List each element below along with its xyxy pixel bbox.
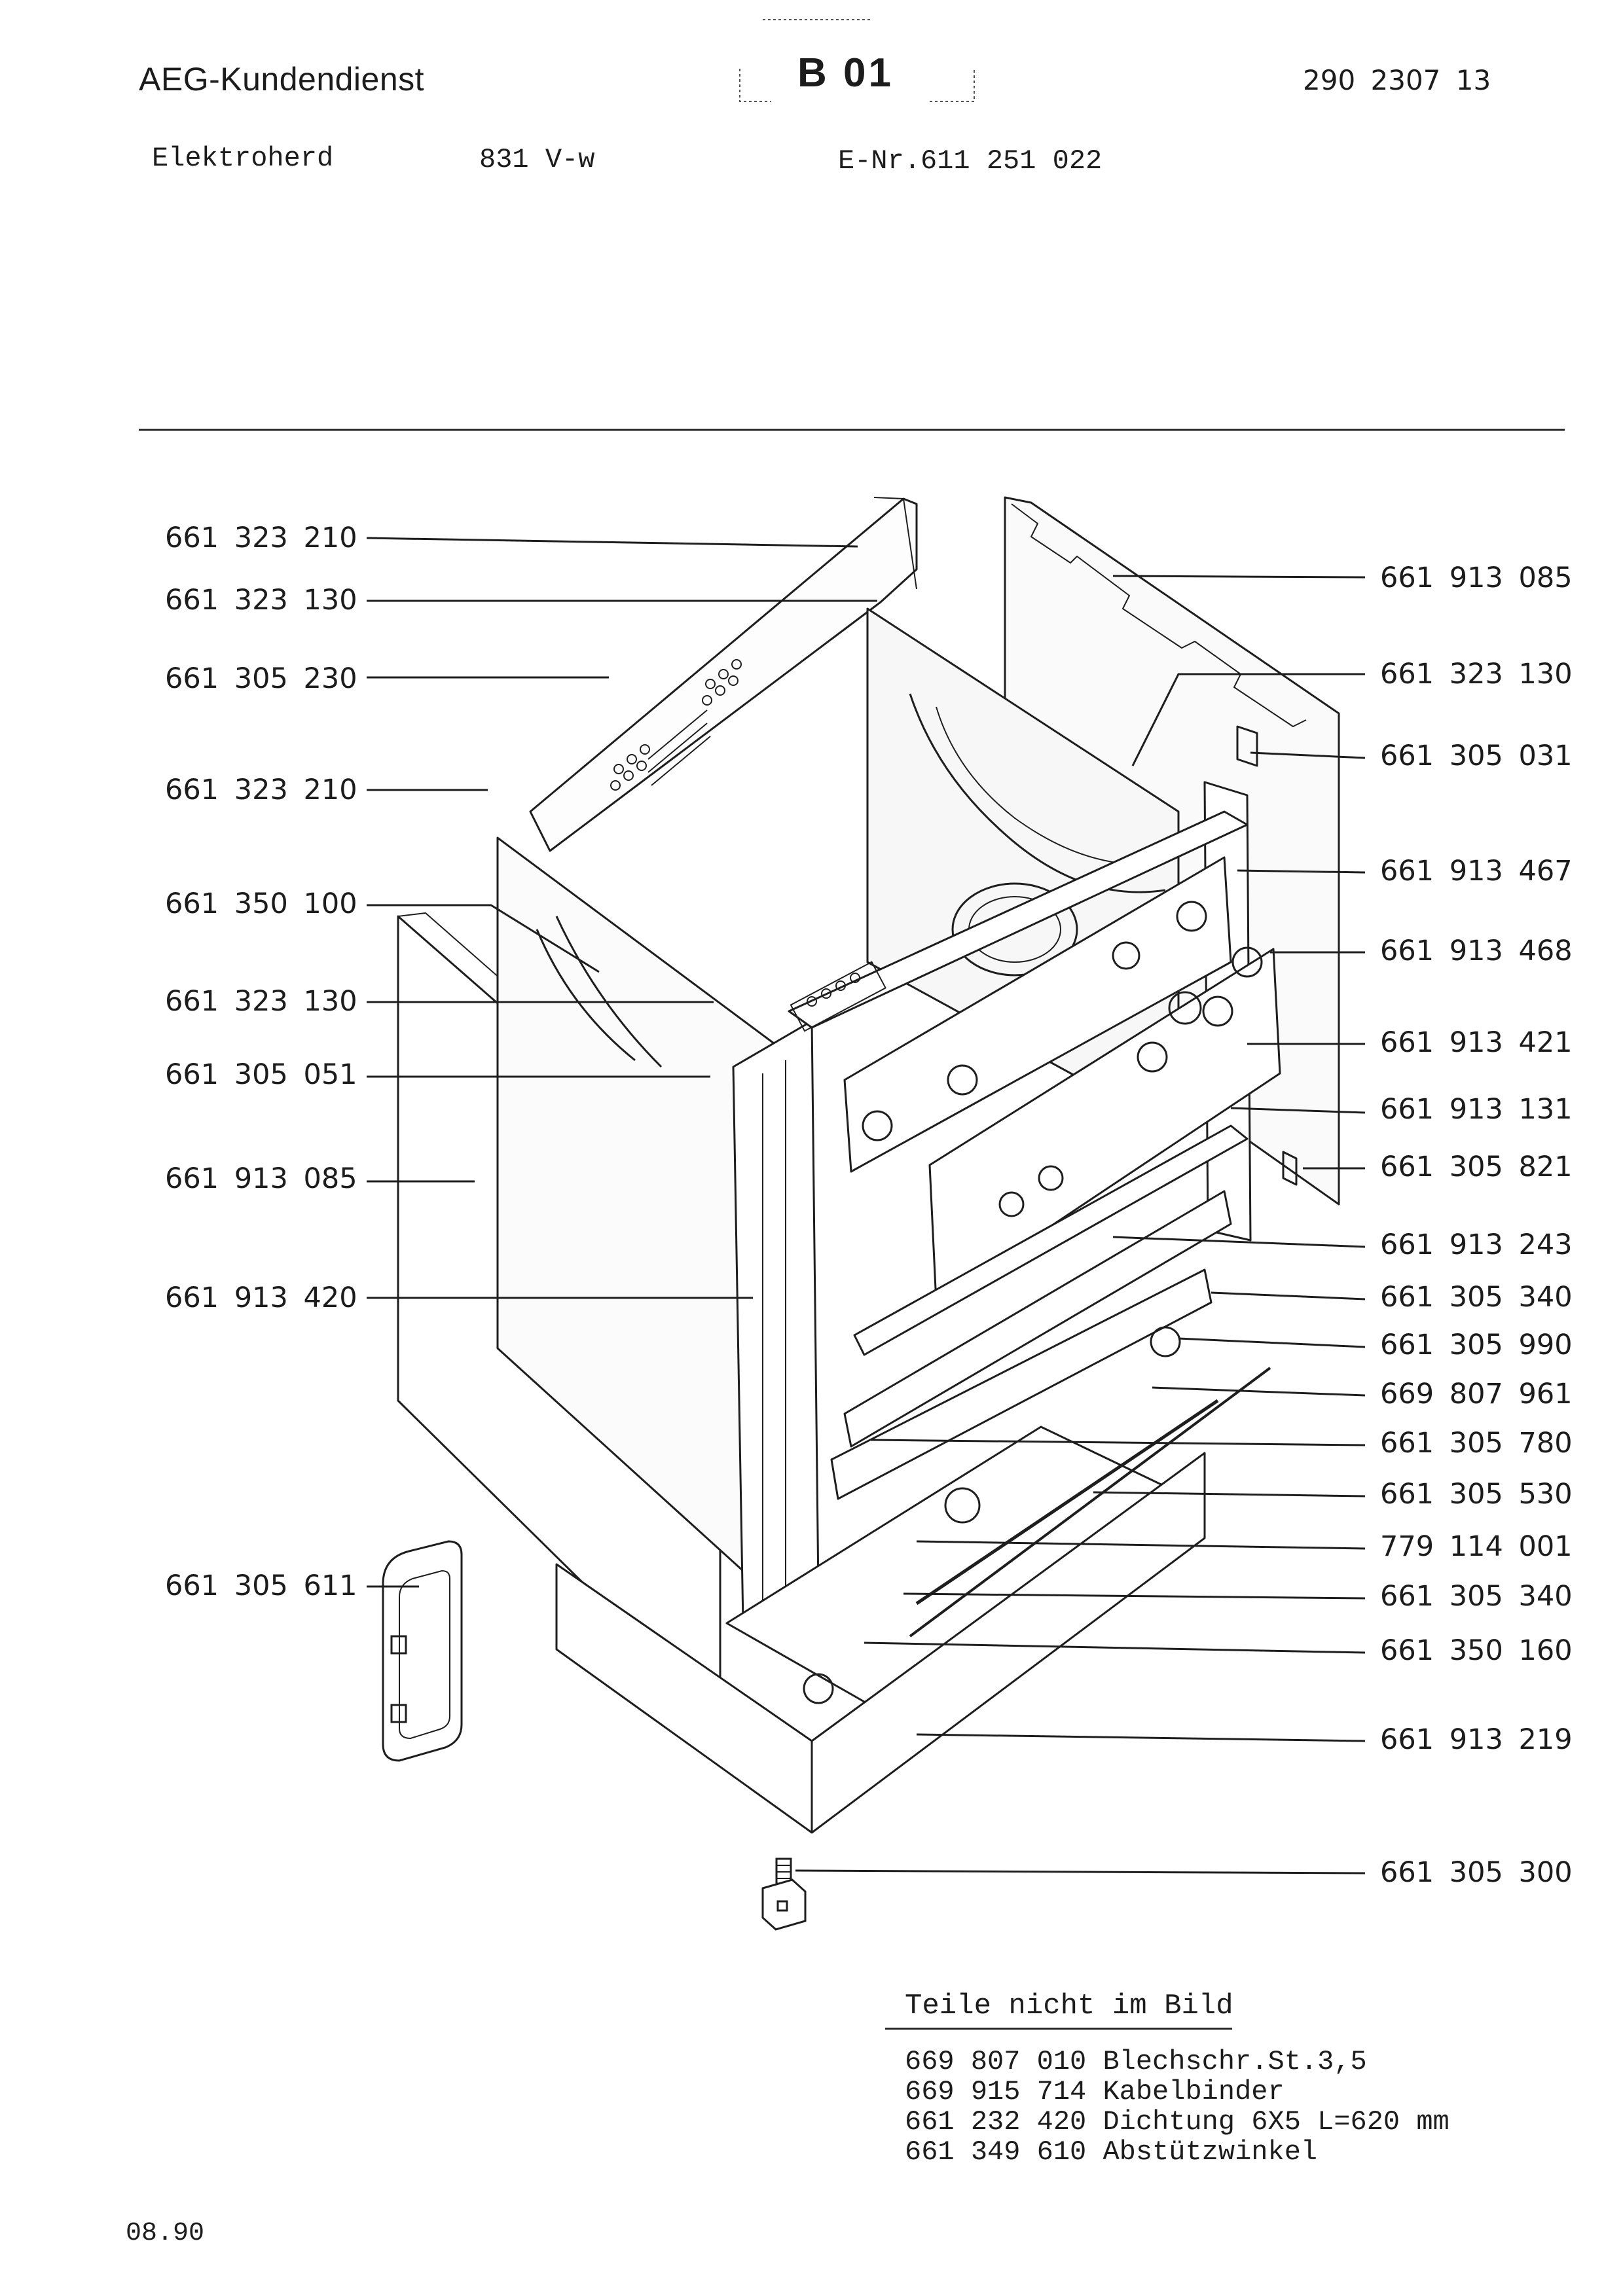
parts-not-shown-item: 669 915 714 Kabelbinder [905, 2076, 1285, 2108]
adjustable-foot [761, 1857, 807, 1931]
part-callout: 661 913 243 [1380, 1229, 1573, 1261]
e-number: E-Nr.611 251 022 [838, 145, 1103, 177]
part-callout: 661 323 130 [165, 985, 357, 1018]
part-callout: 661 913 421 [1380, 1026, 1573, 1059]
document-number: 290 2307 13 [1303, 64, 1491, 96]
top-clip [1236, 725, 1258, 767]
part-callout: 661 305 300 [1380, 1856, 1573, 1889]
page-code: B 01 [797, 50, 894, 96]
part-callout: 661 305 530 [1380, 1478, 1573, 1511]
cross-rail-upper [853, 1124, 1249, 1356]
part-callout: 661 913 420 [165, 1282, 357, 1314]
part-callout: 661 350 100 [165, 888, 357, 920]
part-callout: 661 305 340 [1380, 1580, 1573, 1613]
left-leader-lines [366, 537, 877, 1588]
parts-not-shown-item: 669 807 010 Blechschr.St.3,5 [905, 2046, 1367, 2077]
part-callout: 661 913 219 [1380, 1723, 1573, 1756]
parts-not-shown-item: 661 232 420 Dichtung 6X5 L=620 mm [905, 2106, 1450, 2138]
part-callout: 661 305 340 [1380, 1281, 1573, 1314]
part-callout: 661 913 468 [1380, 935, 1573, 967]
parts-not-shown-title: Teile nicht im Bild [905, 1990, 1233, 2022]
part-callout: 661 323 130 [1380, 658, 1573, 691]
part-callout: 661 305 051 [165, 1058, 357, 1091]
part-callout: 661 305 821 [1380, 1151, 1573, 1183]
rear-vent-slots [790, 961, 886, 1032]
parts-not-shown-underline [885, 2028, 1232, 2030]
part-callout: 661 913 085 [165, 1162, 357, 1195]
cross-rail-lower [830, 1268, 1213, 1500]
right-leader-lines [795, 575, 1366, 1874]
control-panel-bracket [843, 856, 1232, 1173]
part-callout: 669 807 961 [1380, 1378, 1573, 1410]
range-cabinet [397, 496, 1340, 1834]
top-frame [529, 497, 918, 852]
part-callout: 661 350 160 [1380, 1634, 1573, 1667]
part-callout: 661 323 210 [165, 774, 357, 806]
front-upright [732, 1020, 820, 1624]
part-callout: 661 305 611 [165, 1570, 357, 1602]
part-callout: 661 913 085 [1380, 562, 1573, 594]
product-type: Elektroherd [152, 143, 334, 174]
cross-rail-mid [843, 1190, 1232, 1448]
part-callout: 661 913 131 [1380, 1093, 1573, 1126]
part-callout: 661 913 467 [1380, 855, 1573, 888]
revision-date: 08.90 [126, 2219, 205, 2248]
page-code-bracket [739, 19, 975, 102]
part-callout: 661 305 031 [1380, 740, 1573, 772]
side-clip [1282, 1151, 1298, 1186]
brand-title: AEG-Kundendienst [139, 61, 425, 98]
part-callout: 661 305 780 [1380, 1427, 1573, 1460]
part-callout: 661 323 130 [165, 584, 357, 617]
part-callout: 661 305 230 [165, 662, 357, 695]
part-callout: 661 323 210 [165, 522, 357, 554]
rear-wall-cutout [951, 882, 1078, 977]
parts-not-shown-item: 661 349 610 Abstützwinkel [905, 2136, 1318, 2168]
model-number: 831 V-w [479, 144, 595, 175]
access-cover [382, 1540, 463, 1762]
vent-holes [610, 659, 742, 791]
part-callout: 661 305 990 [1380, 1329, 1573, 1361]
header-divider [139, 429, 1565, 431]
part-callout: 779 114 001 [1380, 1530, 1573, 1563]
top-rail [788, 810, 1249, 1029]
